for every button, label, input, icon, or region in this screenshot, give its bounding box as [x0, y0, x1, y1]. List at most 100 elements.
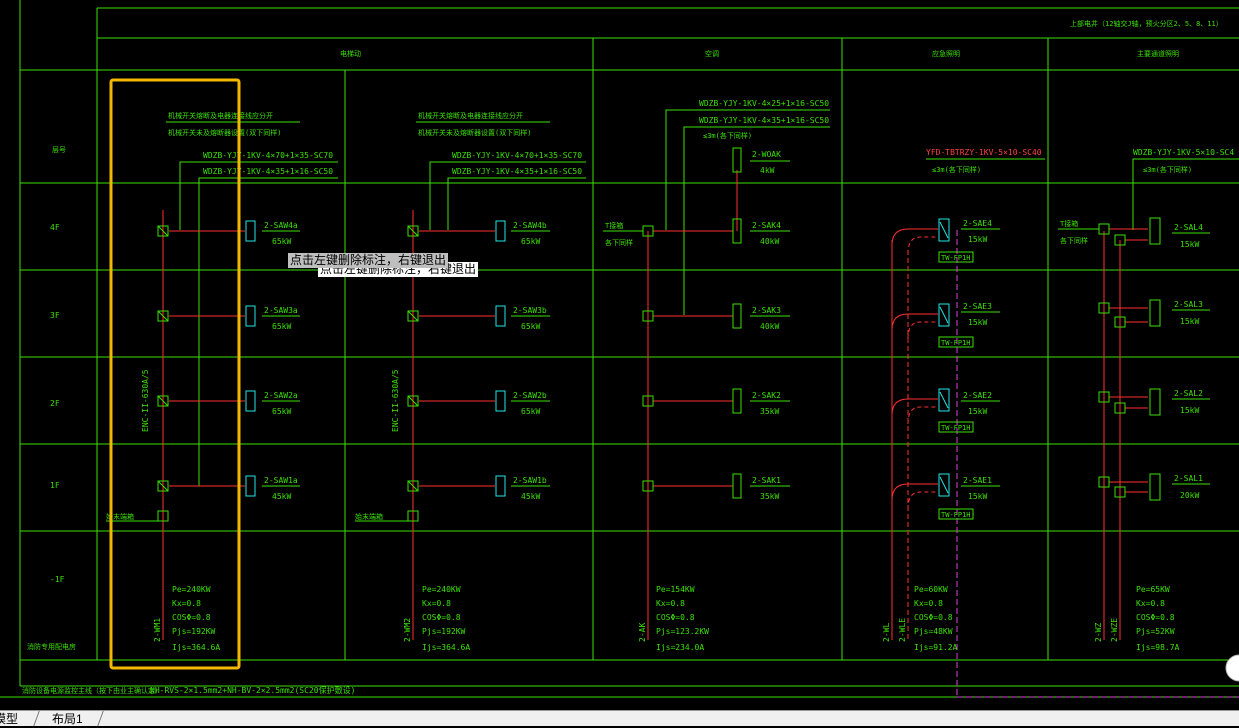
- calc-cos: COSΦ=0.8: [656, 613, 695, 622]
- cad-drawing-canvas[interactable]: 上部电井（12轴交J轴，预火分区2、5、8、11） 电梯动 空调 应急照明 主要…: [0, 0, 1239, 710]
- tab-separator: [33, 711, 40, 726]
- elevator-a-busway: ENC-II-630A/5: [141, 369, 150, 432]
- load-name: 2-SAK2: [752, 391, 781, 400]
- load-name: 2-SAK4: [752, 221, 781, 230]
- emergency-circuit: 2-WL: [882, 623, 891, 642]
- lighting-t-note: 各下同样: [1060, 236, 1088, 245]
- load-kw: 15kW: [1180, 317, 1199, 326]
- navigation-cube-icon[interactable]: [1225, 654, 1239, 682]
- lighting-note: ≤3m(各下同样): [1143, 165, 1192, 174]
- load-name: 2-SAL1: [1174, 474, 1203, 483]
- load-kw: 15kW: [968, 407, 987, 416]
- load-name: 2-SAL4: [1174, 223, 1203, 232]
- calc-pjs: Pjs=123.2KW: [656, 627, 709, 636]
- calc-ijs: Ijs=364.6A: [422, 643, 470, 652]
- hvac-section: WDZB-YJY-1KV-4×25+1×16-SC50 WDZB-YJY-1KV…: [603, 99, 830, 652]
- lighting-cable: WDZB-YJY-1KV-5×10-SC4: [1133, 148, 1234, 157]
- floor-3f: 3F: [50, 311, 60, 320]
- elevator-b-end-label: 始末端箱: [355, 512, 383, 521]
- hvac-note: ≤3m(各下同样): [703, 131, 752, 140]
- load-name: 2-SAW4b: [513, 221, 547, 230]
- calc-pe: Pe=240KW: [422, 585, 461, 594]
- emergency-section: YFD-TBTRZY-1KV-5×10-SC40 ≤3m(各下同样) TW-FP…: [882, 148, 1239, 698]
- load-name: 2-SAW4a: [264, 221, 298, 230]
- load-kw: 40kW: [760, 237, 779, 246]
- floor-2f: 2F: [50, 399, 60, 408]
- elevator-b-section: 机械开关熔断及电器连接线应分开 机械开关未及熔断器设置(双下同样) WDZB-Y…: [355, 111, 586, 652]
- lighting-circuit: 2-WZE: [1110, 618, 1119, 642]
- lighting-section: WDZB-YJY-1KV-5×10-SC4 ≤3m(各下同样) T接箱 各下同样…: [1058, 148, 1239, 652]
- load-name: 2-SAW2b: [513, 391, 547, 400]
- load-kw: 15kW: [968, 235, 987, 244]
- elevator-b-note-2: 机械开关未及熔断器设置(双下同样): [418, 128, 531, 137]
- group-hvac: 空调: [705, 49, 719, 58]
- load-name: 2-SAW3b: [513, 306, 547, 315]
- group-lighting: 主要通道照明: [1137, 49, 1179, 58]
- calc-kx: Kx=0.8: [172, 599, 201, 608]
- load-kw: 65kW: [272, 322, 291, 331]
- load-name: 2-SAK1: [752, 476, 781, 485]
- load-kw: 35kW: [760, 407, 779, 416]
- emergency-note: ≤3m(各下同样): [932, 165, 981, 174]
- load-kw: 20kW: [1180, 491, 1199, 500]
- calc-ijs: Ijs=234.0A: [656, 643, 704, 652]
- hvac-cable-1: WDZB-YJY-1KV-4×25+1×16-SC50: [699, 99, 829, 108]
- footer-note-label: 消防设备电源监控主线（按下由业主确认定）: [22, 686, 162, 695]
- elevator-b-note-1: 机械开关熔断及电器连接线应分开: [418, 111, 523, 120]
- calc-cos: COSΦ=0.8: [172, 613, 211, 622]
- load-name: 2-SAL2: [1174, 389, 1203, 398]
- calc-pe: Pe=60KW: [914, 585, 948, 594]
- load-name: 2-SAW1b: [513, 476, 547, 485]
- calc-pjs: Pjs=52KW: [1136, 627, 1175, 636]
- load-name: 2-SAE4: [963, 219, 992, 228]
- calc-ijs: Ijs=91.2A: [914, 643, 958, 652]
- calc-pe: Pe=240KW: [172, 585, 211, 594]
- table-frame: [0, 0, 1239, 698]
- calc-kx: Kx=0.8: [1136, 599, 1165, 608]
- group-elevator: 电梯动: [340, 49, 361, 58]
- lighting-circuit: 2-WZ: [1094, 623, 1103, 642]
- load-kw: 15kW: [1180, 240, 1199, 249]
- elevator-b-cable-1: WDZB-YJY-1KV-4×70+1×35-SC70: [452, 151, 582, 160]
- lighting-t-label: T接箱: [1060, 219, 1078, 228]
- emergency-circuit: 2-WLE: [898, 618, 907, 642]
- bottom-room-label: 消防专用配电房: [27, 642, 76, 651]
- load-name: 2-SAW3a: [264, 306, 298, 315]
- tab-layout-1[interactable]: 布局1: [52, 712, 83, 726]
- load-kw: 65kW: [272, 237, 291, 246]
- load-kw: 65kW: [521, 322, 540, 331]
- calc-pjs: Pjs=48KW: [914, 627, 953, 636]
- hvac-t-note: 各下同样: [605, 238, 633, 247]
- load-kw: 15kW: [1180, 406, 1199, 415]
- load-name: 2-SAE1: [963, 476, 992, 485]
- calc-cos: COSΦ=0.8: [422, 613, 461, 622]
- load-kw: 65kW: [272, 407, 291, 416]
- load-name: 2-SAE3: [963, 302, 992, 311]
- elevator-a-circuit: 2-WM1: [153, 618, 162, 642]
- elevator-a-cable-2: WDZB-YJY-1KV-4×35+1×16-SC50: [203, 167, 333, 176]
- hvac-roof-kw: 4kW: [760, 166, 775, 175]
- calc-kx: Kx=0.8: [914, 599, 943, 608]
- hvac-cable-2: WDZB-YJY-1KV-4×35+1×16-SC50: [699, 116, 829, 125]
- elevator-b-cable-2: WDZB-YJY-1KV-4×35+1×16-SC50: [452, 167, 582, 176]
- load-kw: 15kW: [968, 318, 987, 327]
- selection-rectangle: [109, 78, 241, 670]
- load-name: 2-SAW1a: [264, 476, 298, 485]
- load-kw: 65kW: [521, 237, 540, 246]
- calc-pe: Pe=154KW: [656, 585, 695, 594]
- layout-tab-bar: 模型 布局1: [0, 710, 1239, 726]
- load-name: 2-SAL3: [1174, 300, 1203, 309]
- group-emergency: 应急照明: [932, 49, 960, 58]
- load-name: 2-SAW2a: [264, 391, 298, 400]
- load-kw: 65kW: [521, 407, 540, 416]
- elevator-a-end-label: 始末端箱: [106, 512, 134, 521]
- floor-4f: 4F: [50, 223, 60, 232]
- tab-separator: [97, 711, 104, 726]
- tab-model[interactable]: 模型: [0, 712, 19, 726]
- hvac-circuit: 2-AK: [638, 623, 647, 642]
- calc-pjs: Pjs=192KW: [172, 627, 216, 636]
- load-name: 2-SAE2: [963, 391, 992, 400]
- calc-pjs: Pjs=192KW: [422, 627, 466, 636]
- load-kw: 15kW: [968, 492, 987, 501]
- hvac-t-label: T接箱: [605, 221, 623, 230]
